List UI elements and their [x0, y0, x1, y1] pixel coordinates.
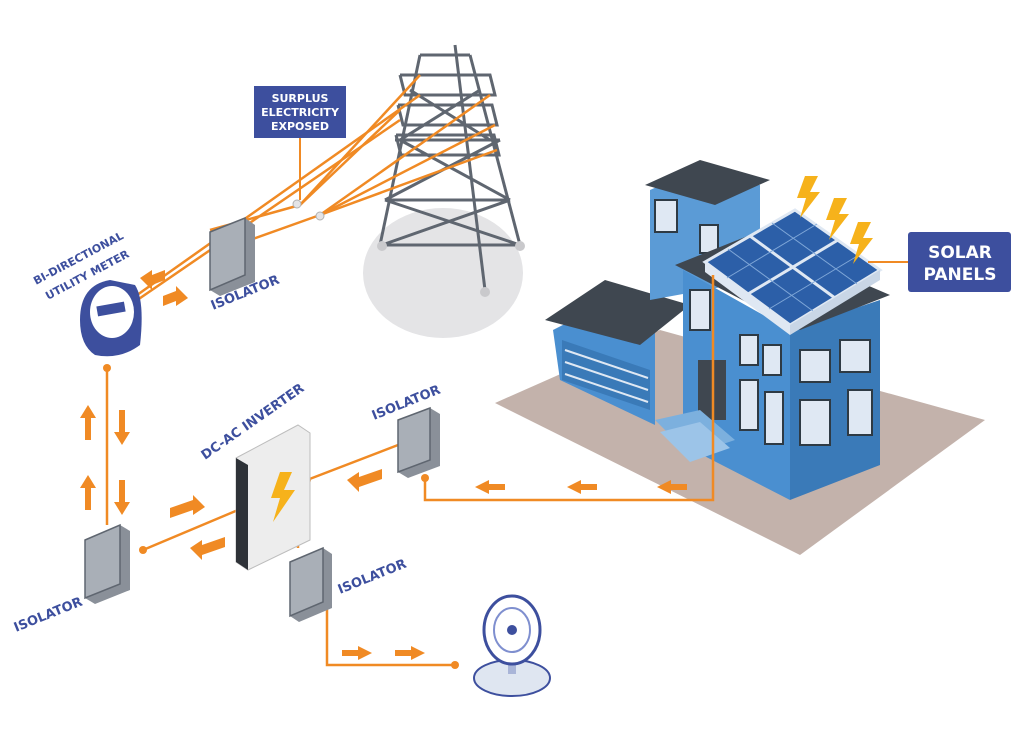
lightning-icon: [271, 472, 295, 522]
arrow-right-icon: [395, 646, 425, 660]
callout-box: [254, 86, 346, 138]
isolator-box-icon: [84, 523, 130, 604]
isolator-label-left: ISOLATOR: [12, 595, 85, 636]
arrow-down-icon: [114, 480, 130, 515]
solar-label-line2: PANELS: [924, 265, 997, 285]
arrow-up-icon: [80, 475, 96, 510]
utility-meter-icon: [80, 280, 142, 357]
arrow-left-icon: [657, 480, 687, 494]
surplus-label-line2: ELECTRICITY: [261, 106, 340, 119]
arrow-up-icon: [80, 405, 96, 440]
arrow-right-icon: [170, 495, 205, 518]
arrow-left-icon: [567, 480, 597, 494]
arrow-left-icon: [475, 480, 505, 494]
arrow-left-icon: [347, 469, 382, 492]
isolator-box-icon: [209, 216, 255, 296]
solar-label-line1: SOLAR: [928, 243, 992, 263]
fan-icon: [473, 594, 551, 697]
arrow-left-icon: [140, 270, 165, 290]
surplus-label-line3: EXPOSED: [271, 120, 329, 133]
wiring: [105, 74, 715, 667]
lightning-icon: [797, 176, 873, 264]
arrow-down-icon: [114, 410, 130, 445]
arrow-left-icon: [190, 537, 225, 560]
isolator-box-icon: [397, 406, 440, 478]
solar-panel-icon: [702, 208, 883, 335]
isolator-label-bottom: ISOLATOR: [336, 557, 409, 598]
surplus-callout: SURPLUS ELECTRICITY EXPOSED: [254, 86, 346, 200]
isolator-box-icon: [289, 546, 332, 622]
solar-panels-callout: SOLAR PANELS: [868, 232, 1011, 292]
transmission-tower-icon: [363, 44, 525, 338]
arrow-right-icon: [342, 646, 372, 660]
callout-box: [908, 232, 1011, 292]
arrow-right-icon: [163, 286, 188, 306]
surplus-label-line1: SURPLUS: [272, 92, 329, 105]
flow-arrows: [80, 270, 687, 660]
house-icon: [495, 160, 985, 555]
inverter-icon: [235, 424, 311, 571]
